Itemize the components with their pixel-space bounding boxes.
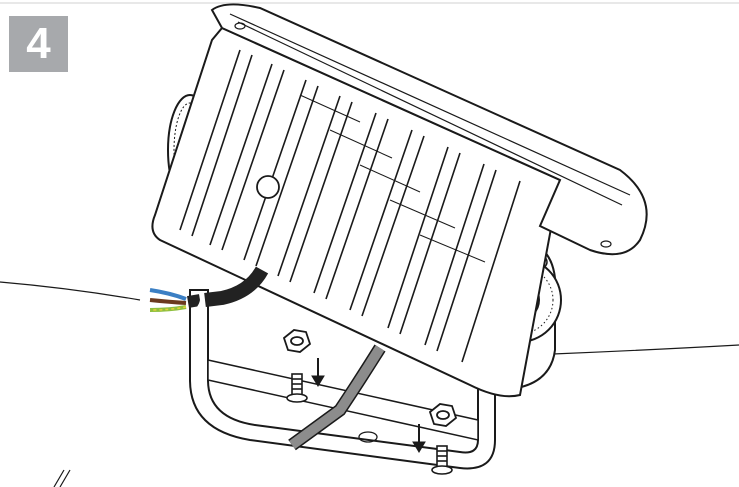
front-frame <box>210 3 648 256</box>
down-arrows <box>311 358 426 453</box>
power-cable <box>149 266 269 312</box>
mounting-nuts <box>282 329 458 427</box>
mounting-studs <box>286 373 453 475</box>
bracket-hole <box>358 431 378 443</box>
heat-sink-fins <box>179 49 521 363</box>
fin-recesses <box>299 94 486 263</box>
tool-mark <box>53 469 71 487</box>
cable-gland-port <box>256 175 280 199</box>
right-cable-line <box>552 344 739 355</box>
step-number-badge: 4 <box>9 16 68 72</box>
left-cable-line <box>0 281 141 301</box>
